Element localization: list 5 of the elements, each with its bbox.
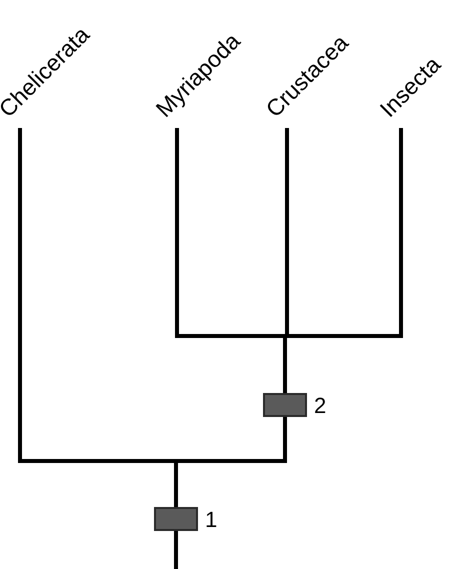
character-bar [263,393,307,417]
character-number: 2 [314,394,326,418]
tree-branch [174,531,178,569]
character-number: 1 [205,508,218,532]
character-bar [154,507,198,531]
